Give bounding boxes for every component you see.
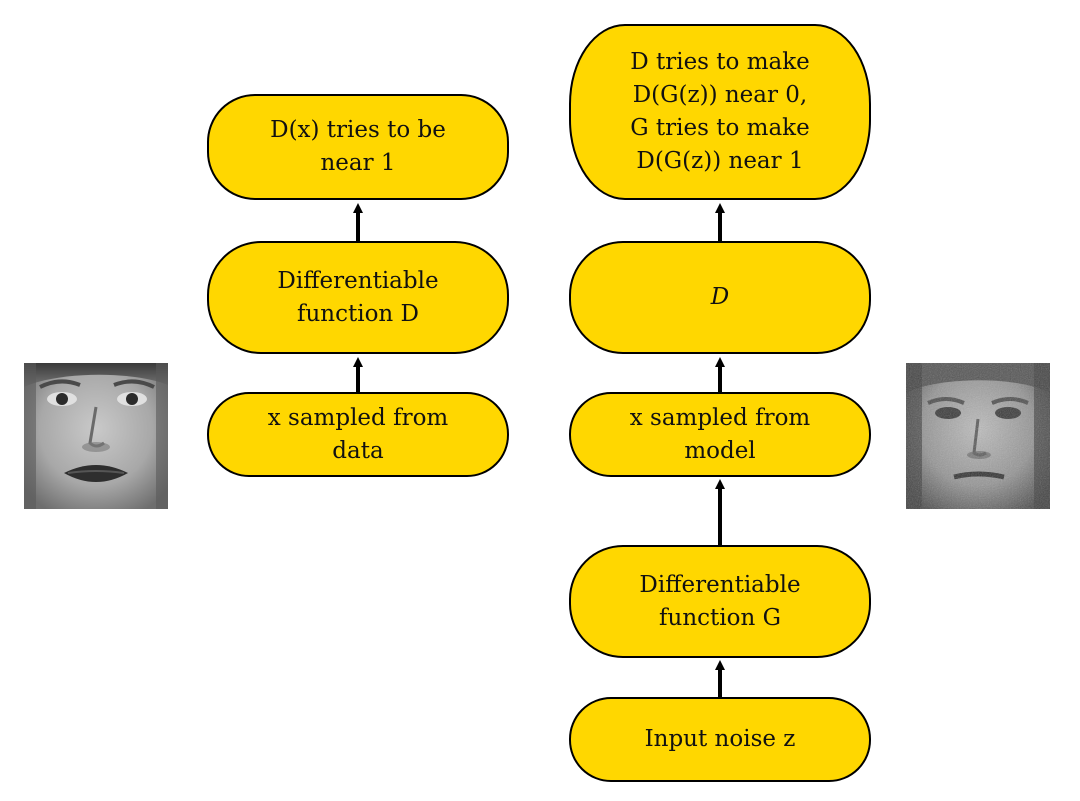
data-sample-line-1: x sampled from <box>267 404 449 431</box>
model-sample-node: x sampled from model <box>569 392 871 477</box>
model-sample-line-2: model <box>684 437 756 464</box>
objective-line-1: D tries to make <box>630 49 810 75</box>
generator-line-1: Differentiable <box>639 571 801 598</box>
discriminator-real-line-1: Differentiable <box>277 267 439 294</box>
objective-line-2: D(G(z)) near 0, <box>632 82 808 108</box>
data-sample-line-2: data <box>332 437 384 464</box>
model-sample-line-1: x sampled from <box>629 404 811 431</box>
objective-line-3: G tries to make <box>630 115 810 141</box>
noise-input-line-1: Input noise z <box>644 726 796 752</box>
noise-input-node: Input noise z <box>569 697 871 782</box>
d-real-output-line-2: near 1 <box>320 150 396 176</box>
data-sample-node: x sampled from data <box>207 392 509 477</box>
real-face-image <box>24 363 168 509</box>
discriminator-fake-node: D <box>569 241 871 354</box>
objective-node: D tries to make D(G(z)) near 0, G tries … <box>569 24 871 200</box>
d-real-output-node: D(x) tries to be near 1 <box>207 94 509 200</box>
d-real-output-line-1: D(x) tries to be <box>270 117 446 143</box>
discriminator-fake-line-1: D <box>710 284 730 310</box>
generated-face-image <box>906 363 1050 509</box>
discriminator-real-node: Differentiable function D <box>207 241 509 354</box>
generator-node: Differentiable function G <box>569 545 871 658</box>
objective-line-4: D(G(z)) near 1 <box>636 148 804 174</box>
discriminator-real-line-2: function D <box>296 300 419 327</box>
generator-line-2: function G <box>659 604 781 631</box>
